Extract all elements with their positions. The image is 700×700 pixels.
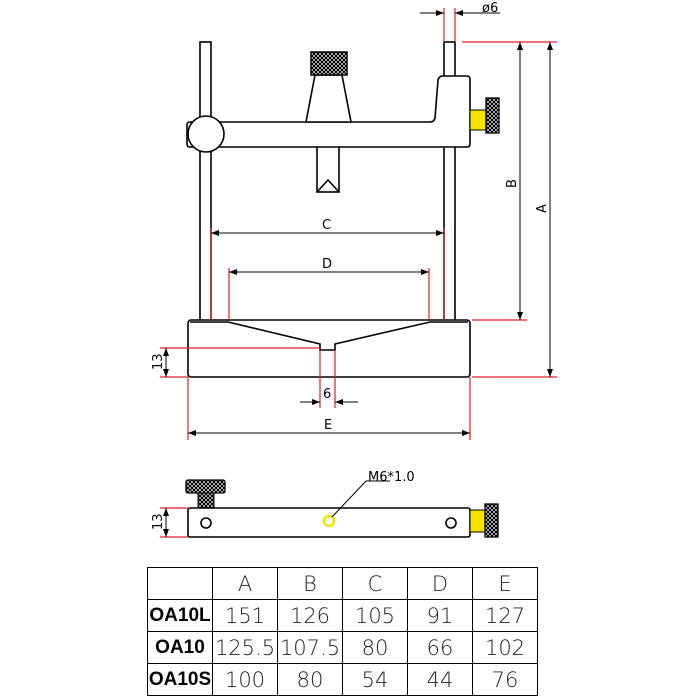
header-cell: C bbox=[342, 567, 408, 600]
left-rod bbox=[199, 41, 212, 323]
side-screw-knurl bbox=[484, 503, 499, 538]
hole-right bbox=[445, 517, 457, 529]
dim-c-label: C bbox=[322, 218, 331, 233]
model-cell: OA10 bbox=[147, 631, 213, 664]
header-cell: D bbox=[407, 567, 473, 600]
hole-center-m6 bbox=[322, 514, 336, 528]
header-cell bbox=[147, 567, 213, 600]
value-cell: 107.5 bbox=[277, 631, 343, 664]
v-groove bbox=[190, 321, 468, 351]
clamp-knob bbox=[187, 115, 225, 153]
table-row: OA10 125.5 107.5 80 66 102 bbox=[147, 631, 538, 664]
value-cell: 100 bbox=[212, 663, 278, 696]
value-cell: 66 bbox=[407, 631, 473, 664]
value-cell: 151 bbox=[212, 599, 278, 632]
hole-left bbox=[200, 517, 212, 529]
side-screw-thread bbox=[469, 509, 486, 533]
model-cell: OA10S bbox=[147, 663, 213, 696]
diameter-label: ø6 bbox=[482, 1, 498, 16]
screw-knurl bbox=[485, 97, 500, 134]
dim-a-label: A bbox=[535, 204, 550, 213]
dim-13-side-label: 13 bbox=[151, 513, 166, 530]
value-cell: 105 bbox=[342, 599, 408, 632]
model-cell: OA10L bbox=[147, 599, 213, 632]
header-cell: E bbox=[472, 567, 538, 600]
value-cell: 127 bbox=[472, 599, 538, 632]
table-row: OA10S 100 80 54 44 76 bbox=[147, 663, 538, 696]
knurled-knob-top bbox=[310, 51, 348, 76]
side-view: M6*1.0 13 bbox=[151, 470, 499, 538]
value-cell: 76 bbox=[472, 663, 538, 696]
value-cell: 125.5 bbox=[212, 631, 278, 664]
header-cell: A bbox=[212, 567, 278, 600]
table-header-row: A B C D E bbox=[147, 567, 538, 600]
value-cell: 126 bbox=[277, 599, 343, 632]
header-cell: B bbox=[277, 567, 343, 600]
value-cell: 54 bbox=[342, 663, 408, 696]
knob-neck bbox=[305, 74, 352, 123]
dimension-table: A B C D E OA10L 151 126 105 91 127 OA10 … bbox=[147, 567, 538, 696]
post-notch bbox=[316, 178, 340, 193]
dim-6-label: 6 bbox=[323, 387, 331, 402]
side-thread bbox=[197, 492, 215, 509]
table-row: OA10L 151 126 105 91 127 bbox=[147, 599, 538, 632]
thread-label: M6*1.0 bbox=[368, 470, 415, 485]
dim-13-front-label: 13 bbox=[151, 353, 166, 370]
value-cell: 91 bbox=[407, 599, 473, 632]
side-knob bbox=[185, 479, 226, 494]
dim-e-label: E bbox=[324, 418, 332, 433]
dim-b-label: B bbox=[505, 179, 520, 188]
value-cell: 102 bbox=[472, 631, 538, 664]
screw-thread bbox=[469, 109, 487, 131]
technical-drawing: ø6 C D E 6 B A 13 M6*1.0 13 bbox=[151, 1, 557, 538]
value-cell: 80 bbox=[342, 631, 408, 664]
dimensions: ø6 C D E 6 B A 13 bbox=[151, 1, 557, 440]
value-cell: 44 bbox=[407, 663, 473, 696]
top-arm bbox=[186, 75, 471, 148]
front-view bbox=[186, 41, 500, 378]
value-cell: 80 bbox=[277, 663, 343, 696]
dim-d-label: D bbox=[322, 257, 332, 272]
